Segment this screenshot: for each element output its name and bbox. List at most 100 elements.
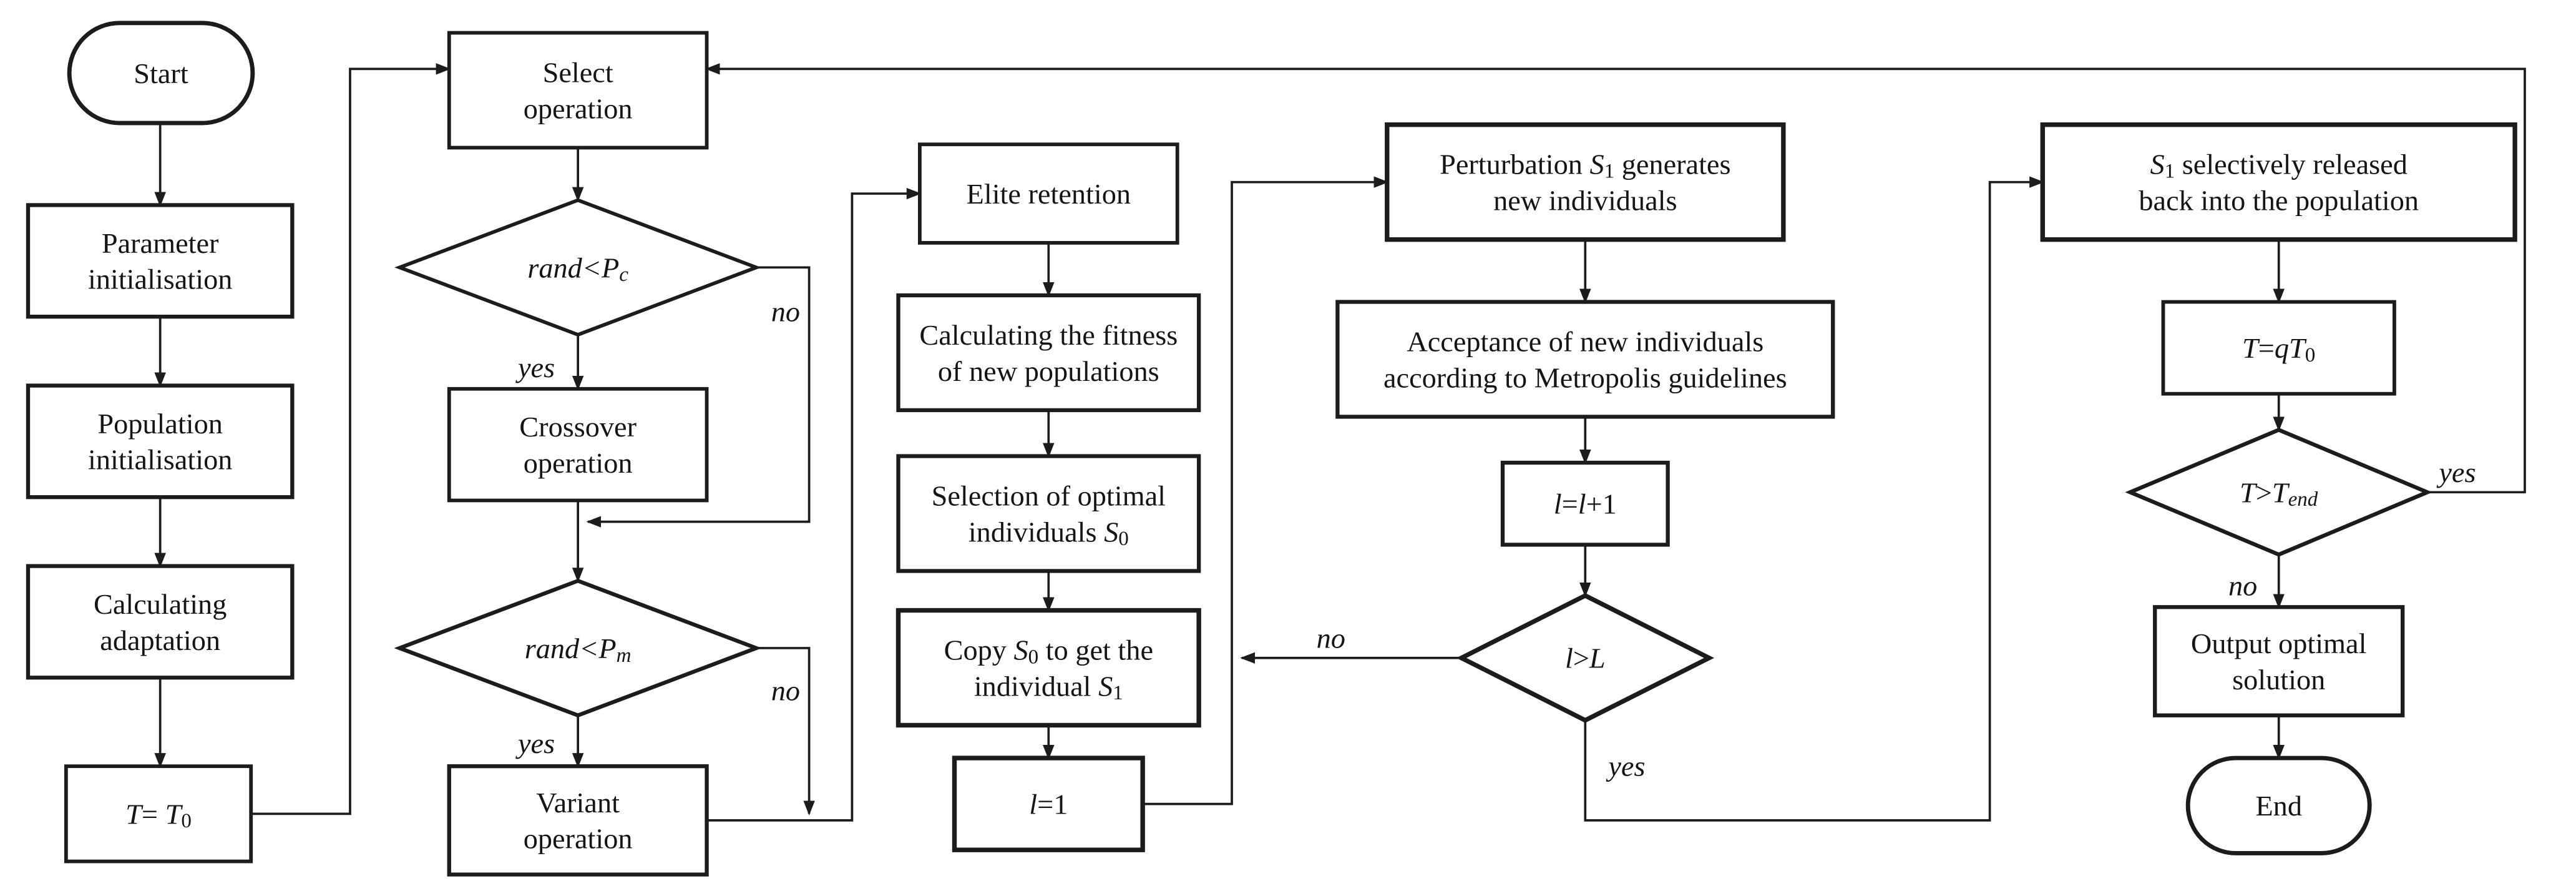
text-segment: 0 [2305, 344, 2316, 367]
decision-shape [1456, 593, 1714, 723]
text-segment: l [1554, 488, 1562, 519]
text-segment: Copy [944, 634, 1014, 666]
node-label-line: according to Metropolis guidelines [1383, 362, 1787, 393]
edge-lgtl-yes-s1released [1584, 176, 2044, 822]
text-segment: rand<P [525, 633, 617, 664]
text-segment: selectively released [2175, 148, 2408, 180]
decision-shape [2125, 428, 2433, 557]
text-segment: S [1098, 670, 1113, 702]
text-segment: S [1104, 516, 1118, 548]
text-segment: 0 [181, 810, 192, 832]
text-segment: L [1589, 642, 1606, 674]
text-segment: according to Metropolis guidelines [1383, 362, 1787, 393]
node-label-line: Calculating [94, 588, 227, 620]
process-shape [26, 383, 295, 500]
decision-shape [394, 198, 762, 337]
text-segment: c [619, 263, 628, 286]
node-label-line: Start [134, 57, 188, 89]
text-segment: 0 [1028, 646, 1039, 668]
text-segment: of new populations [938, 355, 1159, 386]
text-segment: T [2242, 332, 2260, 364]
node-label-line: Crossover [519, 411, 637, 443]
node-label-line: Acceptance of new individuals [1407, 325, 1764, 357]
text-segment: Calculating [94, 588, 227, 620]
node-t-equals-qt0: T=qT0 [2161, 300, 2396, 396]
node-t-gt-tend: T>Tend [2125, 428, 2433, 557]
text-segment: individual [974, 670, 1098, 702]
branch-label-yes-t-gt-tend: yes [2436, 456, 2476, 488]
text-segment: adaptation [100, 624, 220, 656]
text-segment: > [2256, 476, 2272, 508]
text-segment: Perturbation [1440, 148, 1589, 180]
text-segment: initialisation [88, 263, 232, 295]
node-label-line: Calculating the fitness [919, 319, 1178, 351]
terminator-shape [67, 21, 255, 126]
text-segment: = [142, 798, 165, 830]
node-label-line: Elite retention [967, 178, 1131, 210]
branch-label-no-rand-pm: no [771, 675, 800, 707]
node-calculating-fitness: Calculating the fitness of new population… [896, 293, 1201, 413]
text-segment: T [2272, 476, 2290, 508]
text-segment: T [165, 798, 183, 830]
process-shape [895, 608, 1201, 728]
text-segment: T [125, 798, 144, 830]
edge-variant-to-elite [706, 187, 922, 822]
node-label-line: operation [524, 822, 633, 854]
text-segment: Acceptance of new individuals [1407, 325, 1764, 357]
decision-shape [394, 578, 762, 718]
process-shape [2161, 300, 2396, 396]
branch-label-yes-l-gt-l: yes [1606, 751, 1645, 782]
node-crossover-operation: Crossover operation [447, 386, 709, 503]
node-start: Start [67, 21, 255, 126]
text-segment: S [2150, 148, 2165, 180]
node-label-line: l=l+1 [1554, 488, 1617, 519]
text-segment: Select [543, 56, 613, 88]
process-shape [1500, 460, 1670, 547]
node-l-increment: l=l+1 [1500, 460, 1670, 547]
text-segment: Calculating the fitness [919, 319, 1178, 351]
node-label-line: initialisation [88, 443, 232, 475]
edge-l1-to-perturbation [1143, 176, 1389, 805]
process-shape [952, 756, 1145, 852]
node-l-equals-1: l=1 [952, 756, 1145, 852]
branch-label-yes-rand-pm: yes [515, 727, 555, 759]
node-label-line: l>L [1565, 642, 1606, 674]
node-label-line: Select [543, 56, 613, 88]
node-label-line: adaptation [100, 624, 220, 656]
text-segment: end [2288, 488, 2318, 511]
process-shape [26, 203, 295, 319]
node-label-line: End [2255, 790, 2302, 822]
node-label-line: Output optimal [2191, 628, 2367, 659]
text-segment: 0 [1118, 528, 1129, 550]
text-segment: =1 [1037, 788, 1068, 820]
text-segment: Crossover [519, 411, 637, 443]
node-calculating-adaptation: Calculating adaptation [26, 564, 295, 680]
node-label-line: Variant [536, 787, 620, 819]
node-rand-lt-pc: rand<Pc [394, 198, 762, 337]
text-segment: Variant [536, 787, 620, 819]
process-shape [896, 454, 1201, 573]
node-label-line: back into the population [2139, 184, 2419, 216]
node-label-line: individuals S0 [968, 516, 1129, 550]
text-segment: Output optimal [2191, 628, 2367, 659]
node-label-line: rand<Pc [527, 252, 628, 286]
text-segment: = [2258, 332, 2275, 364]
text-segment: m [617, 644, 632, 667]
text-segment: T [2240, 476, 2258, 508]
branch-label-no-rand-pc: no [771, 296, 800, 328]
node-label-line: Parameter [102, 227, 219, 259]
node-label-line: operation [524, 92, 633, 124]
text-segment: 1 [2165, 160, 2175, 183]
text-segment: to get the [1038, 634, 1153, 666]
text-segment: 1 [1113, 682, 1123, 704]
text-segment: +1 [1586, 488, 1617, 519]
process-shape [1385, 122, 1786, 242]
node-label-line: new individuals [1493, 184, 1677, 216]
text-segment: > [1573, 642, 1589, 674]
node-label-line: rand<Pm [525, 633, 632, 667]
text-segment: operation [524, 447, 633, 479]
